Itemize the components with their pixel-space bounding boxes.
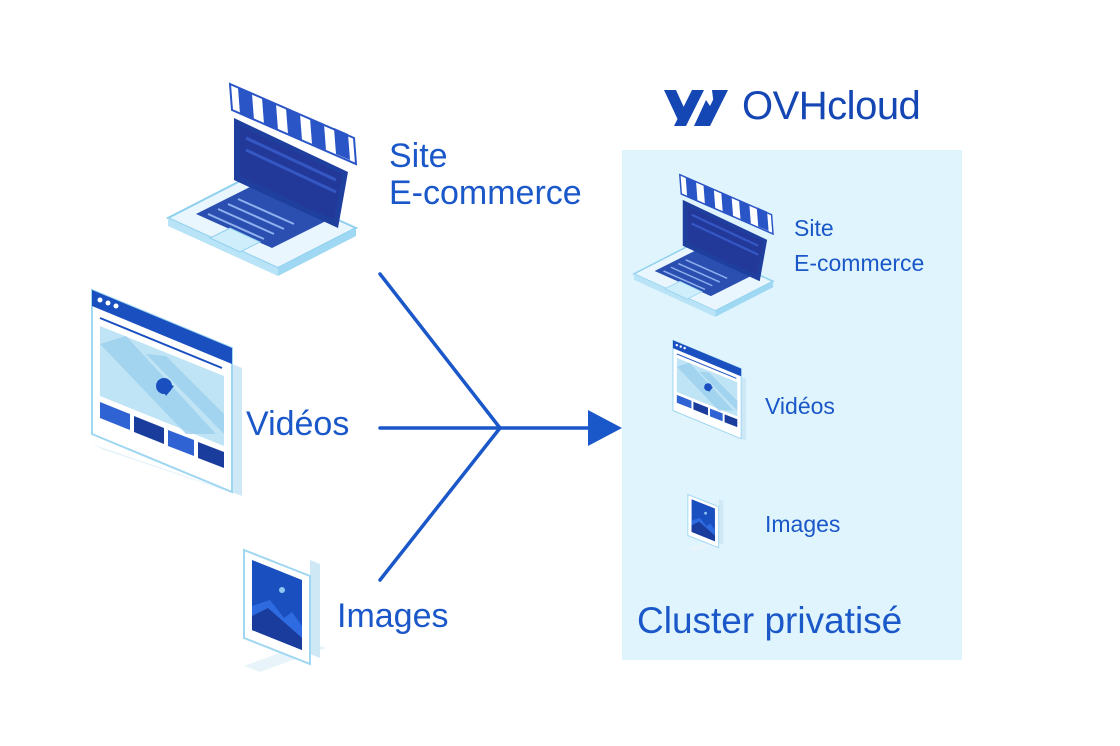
video-window-icon	[670, 336, 748, 446]
ovh-logo-icon	[664, 90, 728, 126]
merge-arrow-icon	[378, 272, 622, 582]
cluster-ecommerce-line2: E-commerce	[794, 250, 925, 277]
videos-label: Vidéos	[246, 405, 350, 443]
cluster-title: Cluster privatisé	[637, 600, 903, 641]
cluster-images-label: Images	[765, 511, 841, 537]
ecommerce-label: Site E-commerce	[389, 137, 582, 213]
laptop-storefront-icon	[628, 170, 776, 326]
laptop-storefront-icon	[160, 78, 360, 288]
ovhcloud-wordmark: OVHcloud	[742, 84, 921, 128]
ecommerce-label-line1: Site	[389, 137, 448, 175]
image-frame-icon	[686, 492, 728, 554]
images-label: Images	[337, 597, 449, 635]
video-window-icon	[86, 284, 246, 504]
image-frame-icon	[240, 546, 330, 676]
cluster-ecommerce-line1: Site	[794, 215, 834, 241]
cluster-ecommerce-label: Site E-commerce	[794, 215, 925, 277]
cluster-videos-label: Vidéos	[765, 393, 835, 419]
cluster-panel: Site E-commerce Vidéos Images Cluster pr…	[622, 150, 962, 660]
ecommerce-label-line2: E-commerce	[389, 174, 582, 213]
